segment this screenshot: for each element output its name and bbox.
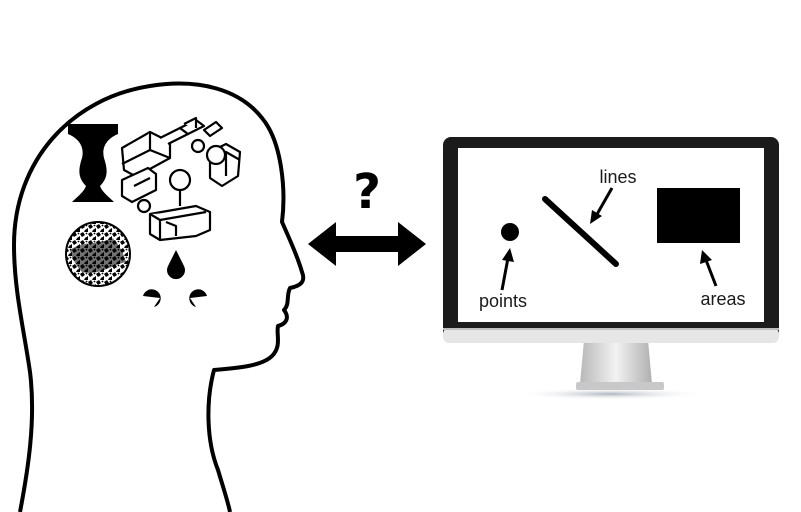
areas-pointer-arrow-icon: [700, 250, 718, 287]
label-points: points: [479, 291, 527, 311]
lines-pointer-arrow-icon: [590, 187, 614, 224]
double-arrow-icon: [308, 222, 426, 266]
screen-area: [657, 188, 740, 243]
kanizsa-triangle-icon: [143, 250, 207, 307]
screen-line: [542, 196, 619, 267]
impossible-shapes-icon: [120, 116, 242, 242]
question-mark: ?: [353, 164, 381, 220]
head-outline: [12, 81, 306, 512]
label-lines: lines: [599, 167, 636, 187]
textured-circle-icon: [65, 221, 131, 287]
vase-face-illusion-icon: [68, 124, 118, 202]
points-pointer-arrow-icon: [500, 248, 514, 291]
screen-point: [501, 223, 519, 241]
label-areas: areas: [700, 289, 745, 309]
